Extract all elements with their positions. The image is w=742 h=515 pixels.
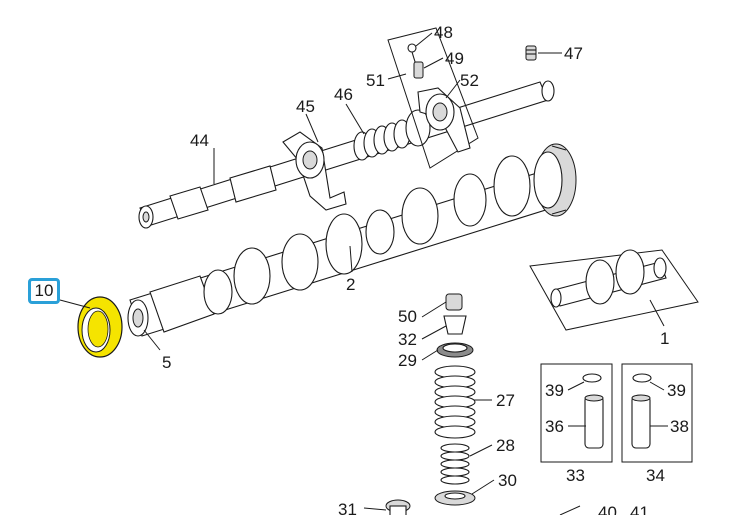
- spring-46: [353, 109, 431, 161]
- label-40[interactable]: 40: [598, 503, 617, 515]
- label-46[interactable]: 46: [334, 85, 353, 104]
- label-27[interactable]: 27: [496, 391, 515, 410]
- label-36[interactable]: 36: [545, 417, 564, 436]
- guide-box-33: [540, 363, 613, 463]
- highlighted-part-callout[interactable]: 10: [28, 278, 60, 304]
- valve-stack: [385, 293, 476, 515]
- leader-lines: [59, 32, 668, 511]
- label-44[interactable]: 44: [190, 131, 209, 150]
- label-39-right[interactable]: 39: [667, 381, 686, 400]
- label-2[interactable]: 2: [346, 275, 355, 294]
- spring-27: [434, 365, 476, 439]
- guide-box-34: [621, 363, 693, 463]
- label-33[interactable]: 33: [566, 466, 585, 485]
- bearing-group-51: [387, 27, 479, 169]
- spring-28: [440, 443, 470, 485]
- label-30[interactable]: 30: [498, 471, 517, 490]
- label-47[interactable]: 47: [564, 44, 583, 63]
- plug-47: [525, 45, 537, 61]
- label-39-left[interactable]: 39: [545, 381, 564, 400]
- label-34[interactable]: 34: [646, 466, 665, 485]
- label-32[interactable]: 32: [398, 330, 417, 349]
- label-5[interactable]: 5: [162, 353, 171, 372]
- label-41[interactable]: 41: [630, 503, 649, 515]
- part-labels: 44 45 46 51 48 49 52 47 2 5 1 50 32 29 2…: [162, 23, 689, 515]
- camshaft-box-1: [529, 249, 699, 331]
- label-49[interactable]: 49: [445, 49, 464, 68]
- label-31[interactable]: 31: [338, 500, 357, 515]
- label-51[interactable]: 51: [366, 71, 385, 90]
- label-29[interactable]: 29: [398, 351, 417, 370]
- label-45[interactable]: 45: [296, 97, 315, 116]
- bearing-cap-45: [282, 131, 347, 211]
- label-1[interactable]: 1: [660, 329, 669, 348]
- lower-camshaft: [127, 143, 577, 337]
- guide-box-partial: [559, 505, 581, 515]
- seal-ring-10[interactable]: [77, 296, 123, 358]
- label-38[interactable]: 38: [670, 417, 689, 436]
- label-48[interactable]: 48: [434, 23, 453, 42]
- label-28[interactable]: 28: [496, 436, 515, 455]
- label-50[interactable]: 50: [398, 307, 417, 326]
- label-52[interactable]: 52: [460, 71, 479, 90]
